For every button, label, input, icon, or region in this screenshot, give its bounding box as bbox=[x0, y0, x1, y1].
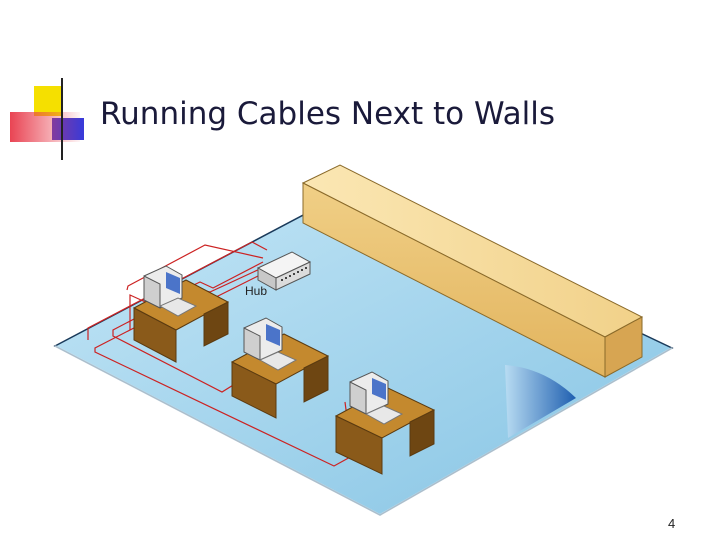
slide-title: Running Cables Next to Walls bbox=[100, 96, 555, 132]
desk-leg-front bbox=[133, 307, 177, 363]
workstation-3 bbox=[334, 371, 436, 475]
workstation-1 bbox=[132, 265, 230, 363]
keyboard bbox=[258, 351, 298, 371]
desk-leg-side bbox=[303, 355, 329, 403]
monitor-screen bbox=[166, 272, 180, 294]
desk-leg-side bbox=[409, 409, 435, 457]
hub-ports bbox=[281, 267, 307, 281]
desk-leg-side bbox=[203, 301, 229, 347]
keyboard bbox=[158, 297, 198, 317]
floor-highlight bbox=[54, 345, 673, 517]
hub-label: Hub bbox=[245, 284, 267, 298]
logo-yellow-square bbox=[34, 86, 62, 116]
keyboard bbox=[364, 405, 404, 425]
desk-leg-front bbox=[335, 415, 383, 475]
monitor-screen bbox=[266, 324, 280, 346]
page-number: 4 bbox=[668, 516, 676, 531]
room-wall bbox=[301, 164, 644, 378]
network-hub bbox=[256, 251, 312, 291]
monitor-screen bbox=[372, 378, 386, 400]
door-swing bbox=[505, 365, 576, 438]
logo-red-bar bbox=[10, 112, 80, 142]
workstation-2 bbox=[230, 317, 330, 419]
corner-logo bbox=[10, 78, 660, 160]
desk-leg-front bbox=[231, 361, 277, 419]
